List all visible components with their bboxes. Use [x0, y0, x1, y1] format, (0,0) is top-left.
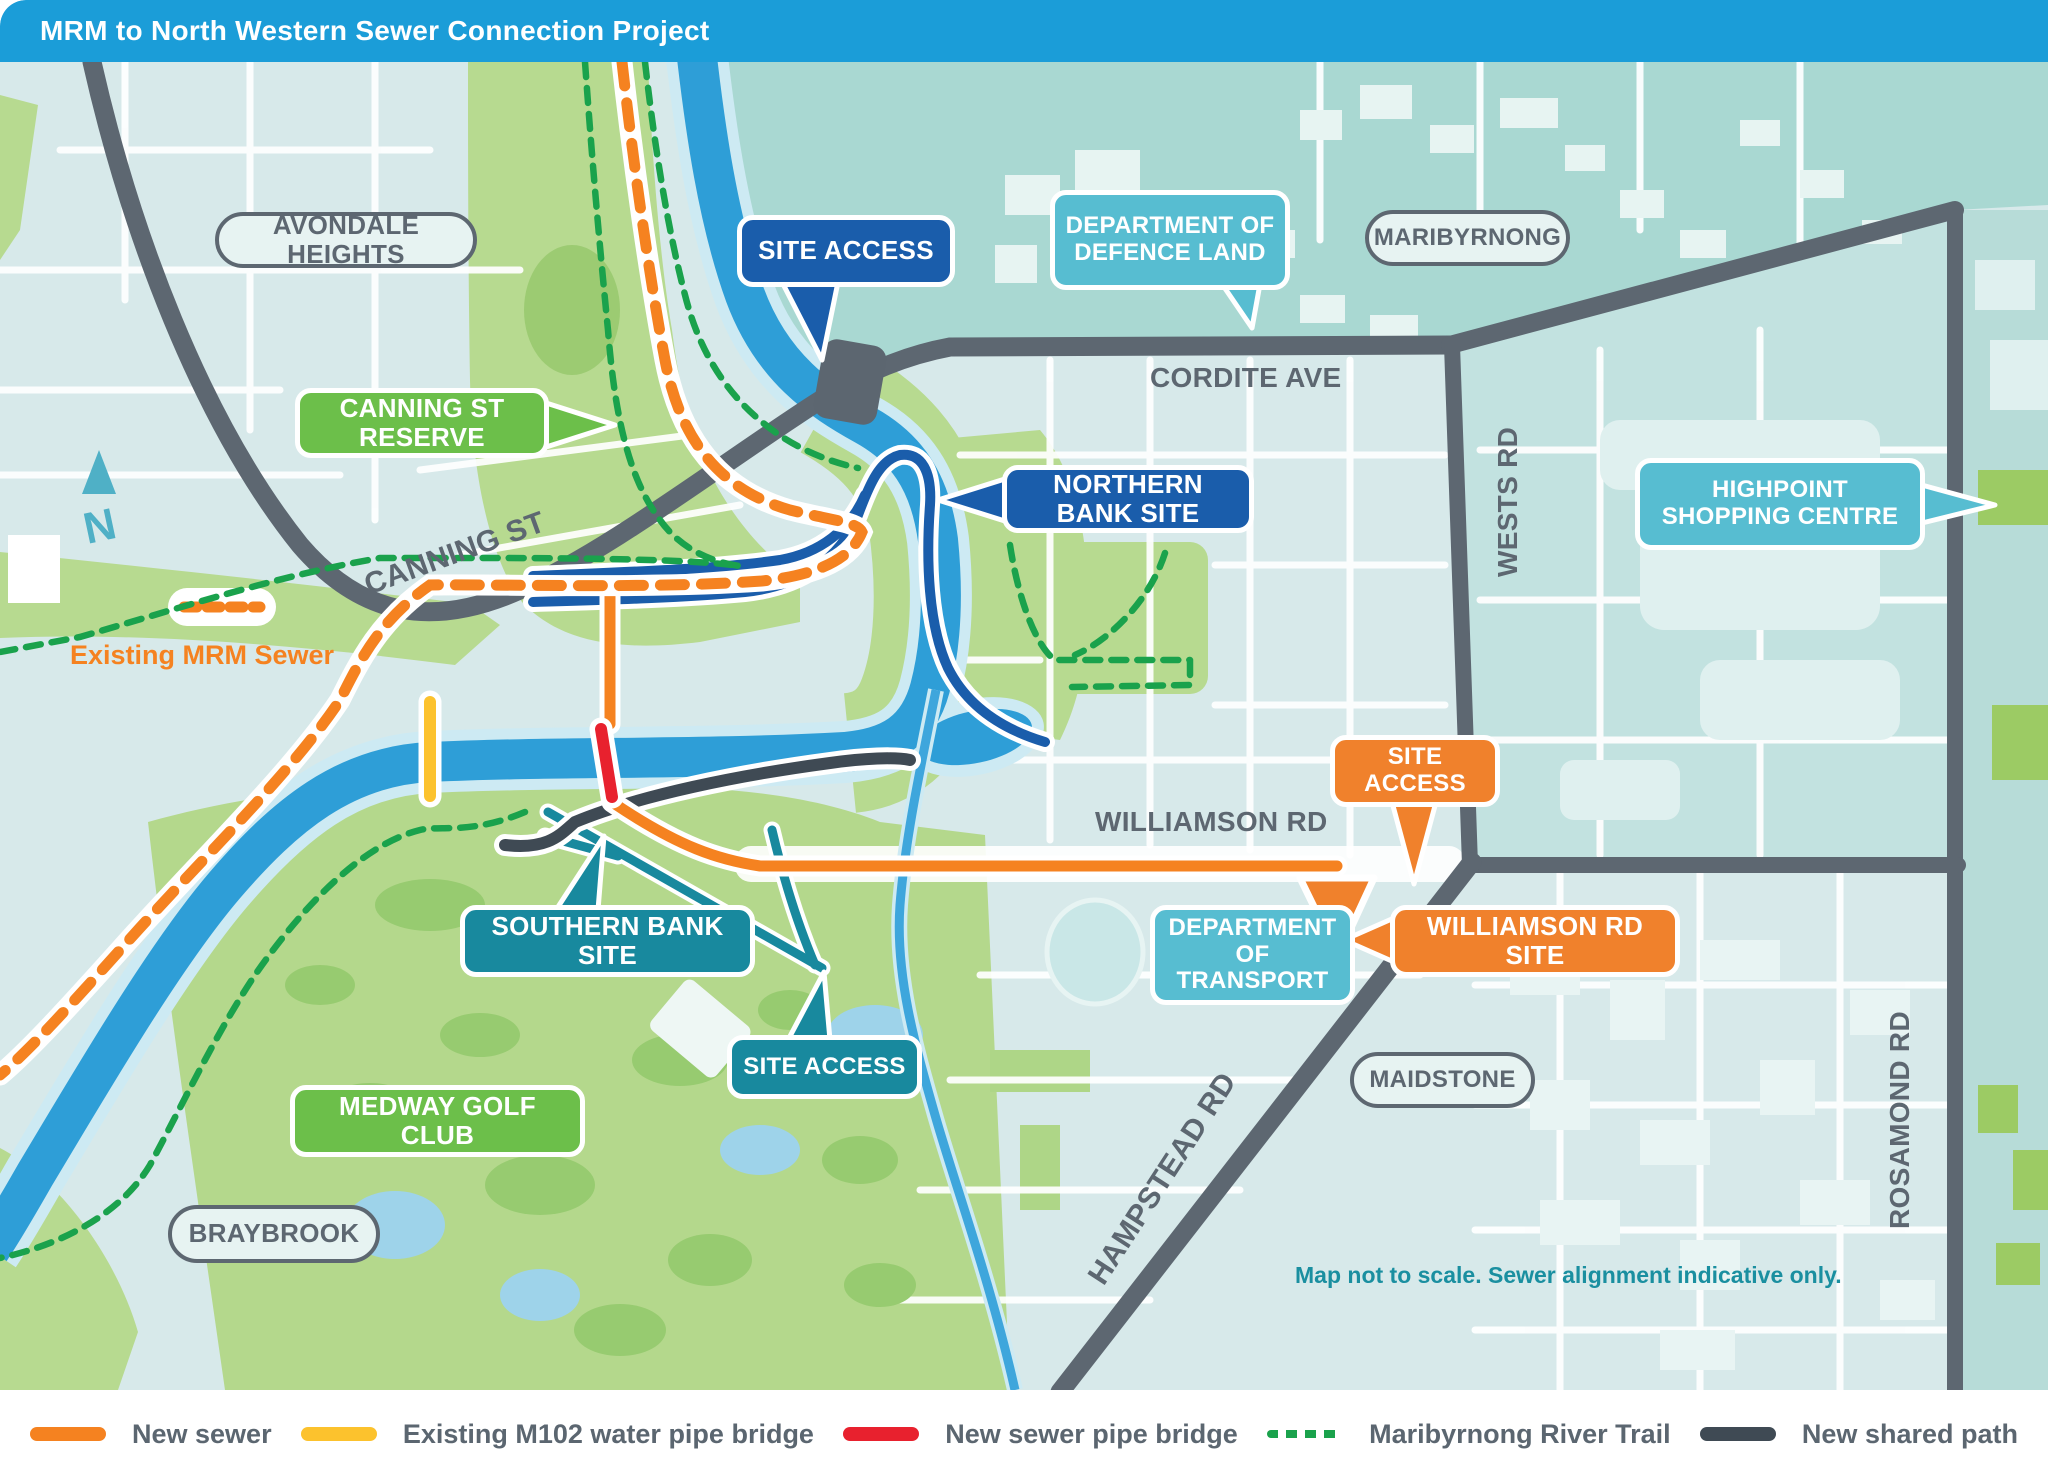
callout-southern-bank-site: SOUTHERN BANK SITE: [460, 905, 755, 977]
area-label-maribyrnong: MARIBYRNONG: [1365, 210, 1570, 266]
road-label-wests-rd: WESTS RD: [1492, 426, 1523, 578]
road-label-rosamond-rd: ROSAMOND RD: [1884, 1011, 1915, 1229]
sewer-pipe-bridge-swatch-icon: [843, 1427, 920, 1441]
new-sewer-swatch-icon: [30, 1427, 106, 1441]
road-label-cordite-ave: CORDITE AVE: [1150, 362, 1342, 393]
callout-department-of-transport: DEPARTMENT OF TRANSPORT: [1150, 905, 1355, 1005]
area-label-braybrook: BRAYBROOK: [168, 1205, 380, 1263]
scale-note: Map not to scale. Sewer alignment indica…: [1295, 1262, 1842, 1288]
map-canvas: AVONDALE HEIGHTS MARIBYRNONG MAIDSTONE B…: [0, 62, 2048, 1390]
legend-item-new-sewer-pipe-bridge: New sewer pipe bridge: [843, 1419, 1238, 1450]
callout-site-access-williamson: SITE ACCESS: [1330, 735, 1500, 807]
callout-medway-golf-club: MEDWAY GOLF CLUB: [290, 1085, 585, 1157]
legend-item-maribyrnong-river-trail: Maribyrnong River Trail: [1267, 1419, 1671, 1450]
legend-item-existing-m102-water-pipe-bridge: Existing M102 water pipe bridge: [300, 1419, 814, 1450]
callout-williamson-rd-site: WILLIAMSON RD SITE: [1390, 905, 1680, 977]
shared-path-swatch-icon: [1699, 1427, 1776, 1441]
river-trail-swatch-icon: [1267, 1430, 1344, 1438]
water-pipe-bridge-swatch-icon: [300, 1427, 377, 1441]
road-label-williamson-rd: WILLIAMSON RD: [1095, 806, 1328, 837]
callout-site-access-southern: SITE ACCESS: [727, 1035, 922, 1099]
callout-highpoint-shopping-centre: HIGHPOINT SHOPPING CENTRE: [1635, 458, 1925, 550]
header-bar: MRM to North Western Sewer Connection Pr…: [0, 0, 2048, 62]
page-title: MRM to North Western Sewer Connection Pr…: [40, 15, 710, 46]
existing-mrm-sewer-label: Existing MRM Sewer: [70, 640, 335, 670]
legend-bar: New sewer Existing M102 water pipe bridg…: [0, 1390, 2048, 1478]
callout-department-of-defence-land: DEPARTMENT OF DEFENCE LAND: [1050, 190, 1290, 290]
area-label-maidstone: MAIDSTONE: [1350, 1052, 1535, 1108]
callout-canning-st-reserve: CANNING ST RESERVE: [295, 388, 549, 458]
legend-item-new-shared-path: New shared path: [1699, 1419, 2018, 1450]
north-arrow-icon: [82, 450, 116, 494]
legend-item-new-sewer: New sewer: [30, 1419, 272, 1450]
callout-site-access-north: SITE ACCESS: [737, 215, 955, 287]
callout-northern-bank-site: NORTHERN BANK SITE: [1002, 465, 1254, 533]
area-label-avondale-heights: AVONDALE HEIGHTS: [215, 210, 477, 269]
